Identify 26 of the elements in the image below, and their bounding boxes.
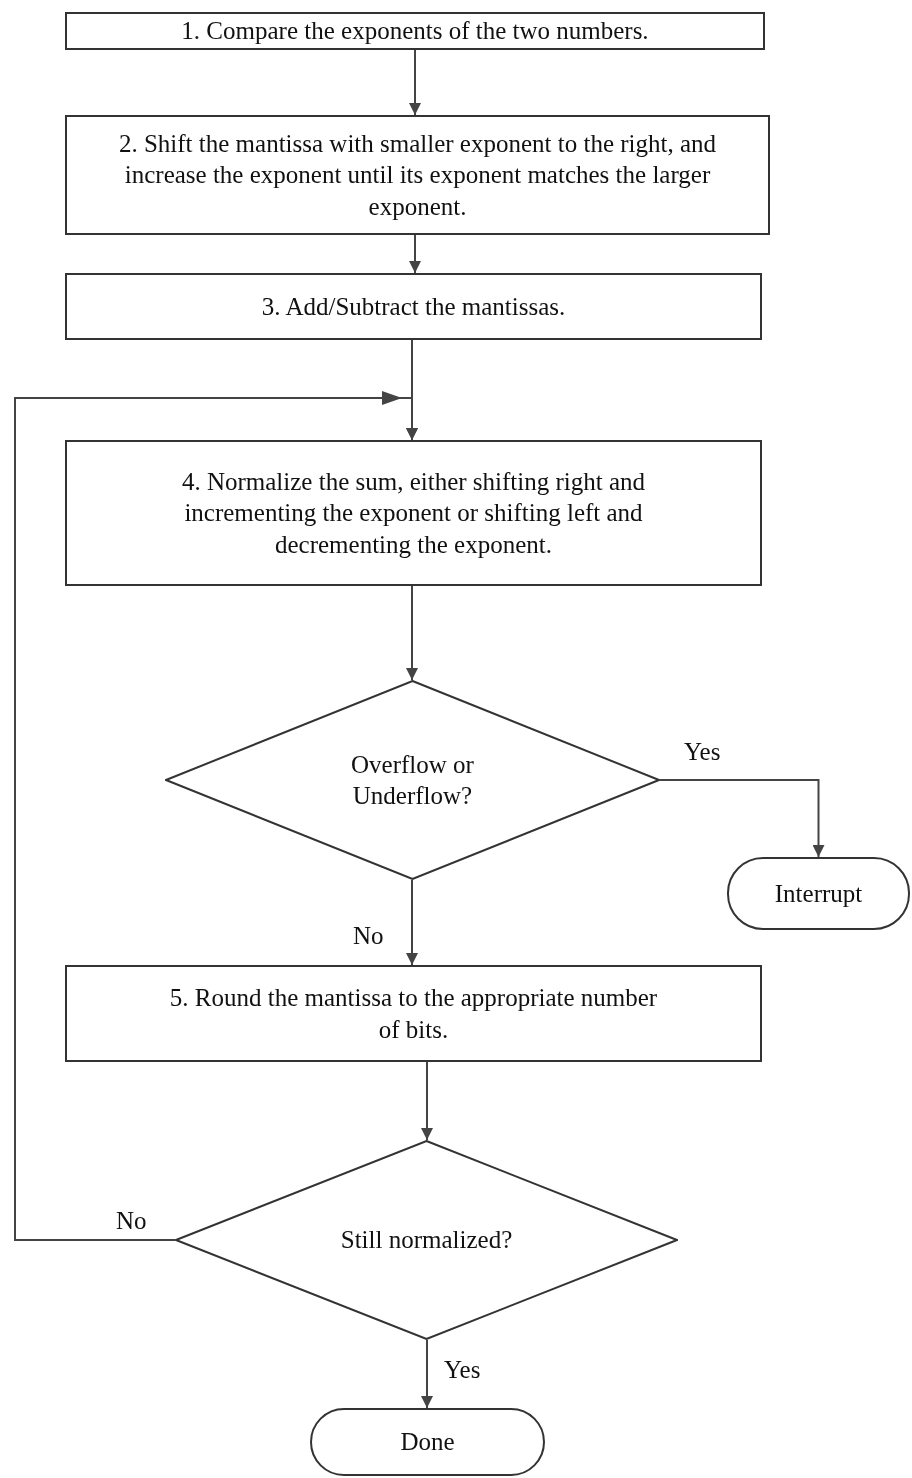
- node-text: 4. Normalize the sum, either shifting right and incrementing the exponent or shifting left and decrementing the exponent.: [180, 467, 647, 560]
- decision-diamond: [165, 680, 660, 880]
- process-box: [65, 115, 770, 235]
- arrow: [406, 585, 418, 681]
- node-text: Interrupt: [774, 878, 863, 909]
- arrow: [421, 1061, 433, 1141]
- node-text: 3. Add/Subtract the mantissas.: [261, 291, 566, 322]
- arrow: [14, 391, 418, 1241]
- node-text: Overflow or Underflow?: [350, 749, 475, 811]
- arrow: [406, 879, 418, 966]
- decision-diamond: [175, 1140, 678, 1340]
- arrow: [659, 779, 825, 858]
- process-box: [65, 12, 765, 50]
- arrow: [409, 49, 421, 116]
- node-text: 1. Compare the exponents of the two numbers.: [181, 16, 649, 47]
- arrow: [421, 1339, 433, 1409]
- process-box: [65, 440, 762, 586]
- node-text: Still normalized?: [340, 1225, 513, 1256]
- process-box: [65, 273, 762, 340]
- arrow: [409, 234, 421, 274]
- node-text: 2. Shift the mantissa with smaller exponent to the right, and increase the exponent until its exponent matches the larger exponent.: [117, 129, 718, 222]
- terminal-box: [727, 857, 910, 930]
- node-text: Done: [400, 1427, 455, 1458]
- node-text: 5. Round the mantissa to the appropriate number of bits.: [168, 983, 659, 1045]
- process-box: [65, 965, 762, 1062]
- terminal-box: [310, 1408, 545, 1476]
